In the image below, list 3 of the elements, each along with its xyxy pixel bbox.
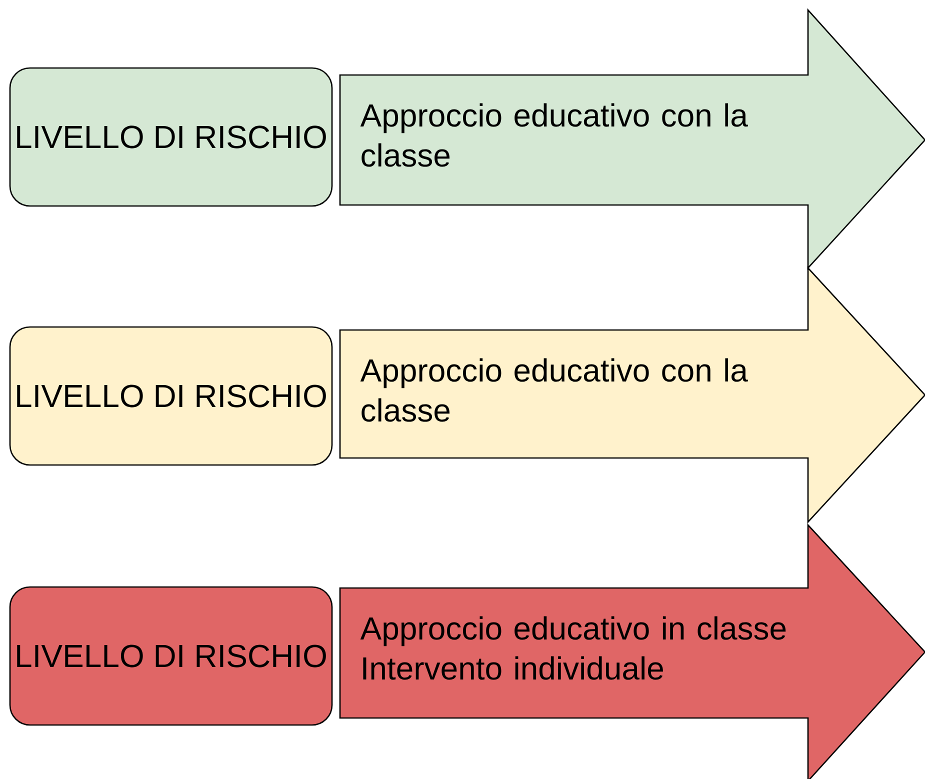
- level-box: LIVELLO DI RISCHIO: [9, 67, 333, 207]
- level-box: LIVELLO DI RISCHIO: [9, 586, 333, 726]
- level-box: LIVELLO DI RISCHIO: [9, 326, 333, 466]
